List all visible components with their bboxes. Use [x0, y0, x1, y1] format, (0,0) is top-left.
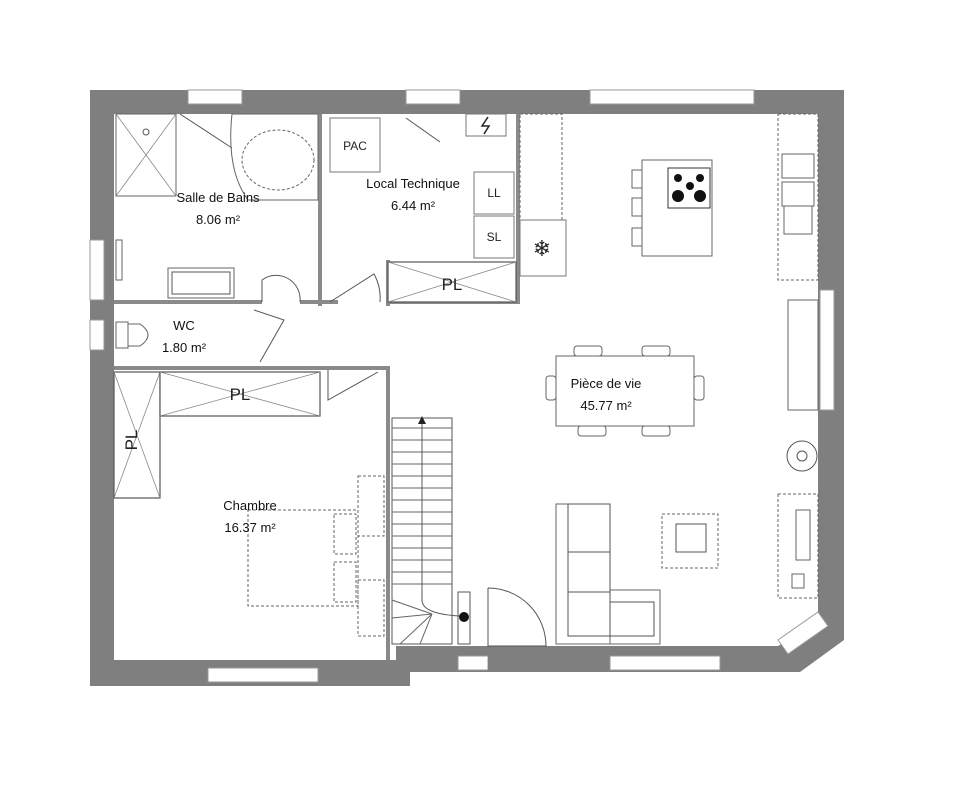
stair-winder	[391, 613, 433, 619]
bathroom-door	[261, 274, 301, 303]
room-name: Pièce de vie	[571, 376, 642, 391]
room-area: 8.06 m²	[196, 212, 241, 227]
room-area: 1.80 m²	[162, 340, 207, 355]
sl-box: SL	[473, 215, 515, 259]
technical-door	[329, 273, 381, 303]
windows	[89, 89, 835, 683]
pac-box: PAC	[329, 117, 381, 173]
stove	[786, 440, 818, 472]
bathroom-sink	[167, 267, 235, 299]
sofa	[555, 503, 661, 645]
cupboard-technique: PL	[387, 261, 517, 303]
snowflake-icon: ❄	[533, 237, 551, 262]
shower	[115, 113, 177, 197]
cupboard-chambre-top: PL	[159, 371, 321, 417]
room-name: Salle de Bains	[176, 190, 260, 205]
pl-label-technique: PL	[442, 275, 463, 294]
room-label-chambre: Chambre 16.37 m²	[223, 498, 276, 535]
tech-window-swing	[405, 117, 441, 143]
room-label-wc: WC 1.80 m²	[162, 318, 207, 355]
stair-winder	[419, 613, 433, 645]
room-name: Local Technique	[366, 176, 460, 191]
towel-rail	[115, 239, 123, 281]
coffee-table	[661, 513, 719, 569]
ll-label: LL	[487, 186, 501, 200]
ll-box: LL	[473, 171, 515, 215]
toilet	[115, 321, 149, 349]
stair-winder	[391, 599, 433, 615]
tv-unit	[777, 493, 819, 599]
pac-label: PAC	[343, 139, 367, 153]
kitchen-island	[641, 159, 713, 257]
room-area: 6.44 m²	[391, 198, 436, 213]
bed	[247, 475, 385, 637]
kitchen-counter-right	[777, 113, 819, 281]
electric-panel	[465, 113, 507, 137]
cupboard-chambre-side: PL	[113, 371, 161, 499]
room-area: 16.37 m²	[224, 520, 276, 535]
room-area: 45.77 m²	[580, 398, 632, 413]
pl-label-chambre-side: PL	[122, 430, 141, 451]
sideboard	[787, 299, 819, 411]
room-name: Chambre	[223, 498, 276, 513]
island-stools	[631, 169, 643, 247]
corner-bathtub	[230, 113, 319, 201]
entrance-door	[487, 587, 547, 647]
dining-table	[545, 345, 705, 437]
shower-door	[179, 113, 233, 149]
pl-label-chambre-top: PL	[230, 385, 251, 404]
room-label-local-technique: Local Technique 6.44 m²	[366, 176, 460, 213]
chambre-door	[327, 370, 379, 401]
room-name: WC	[173, 318, 195, 333]
stair-winder	[399, 613, 433, 645]
room-label-salle-de-bains: Salle de Bains 8.06 m²	[176, 190, 260, 227]
room-label-piece-de-vie: Pièce de vie 45.77 m²	[571, 376, 642, 413]
wc-door	[253, 309, 285, 363]
sl-label: SL	[487, 230, 502, 244]
fridge-freezer: ❄	[519, 219, 567, 277]
staircase	[391, 416, 471, 645]
